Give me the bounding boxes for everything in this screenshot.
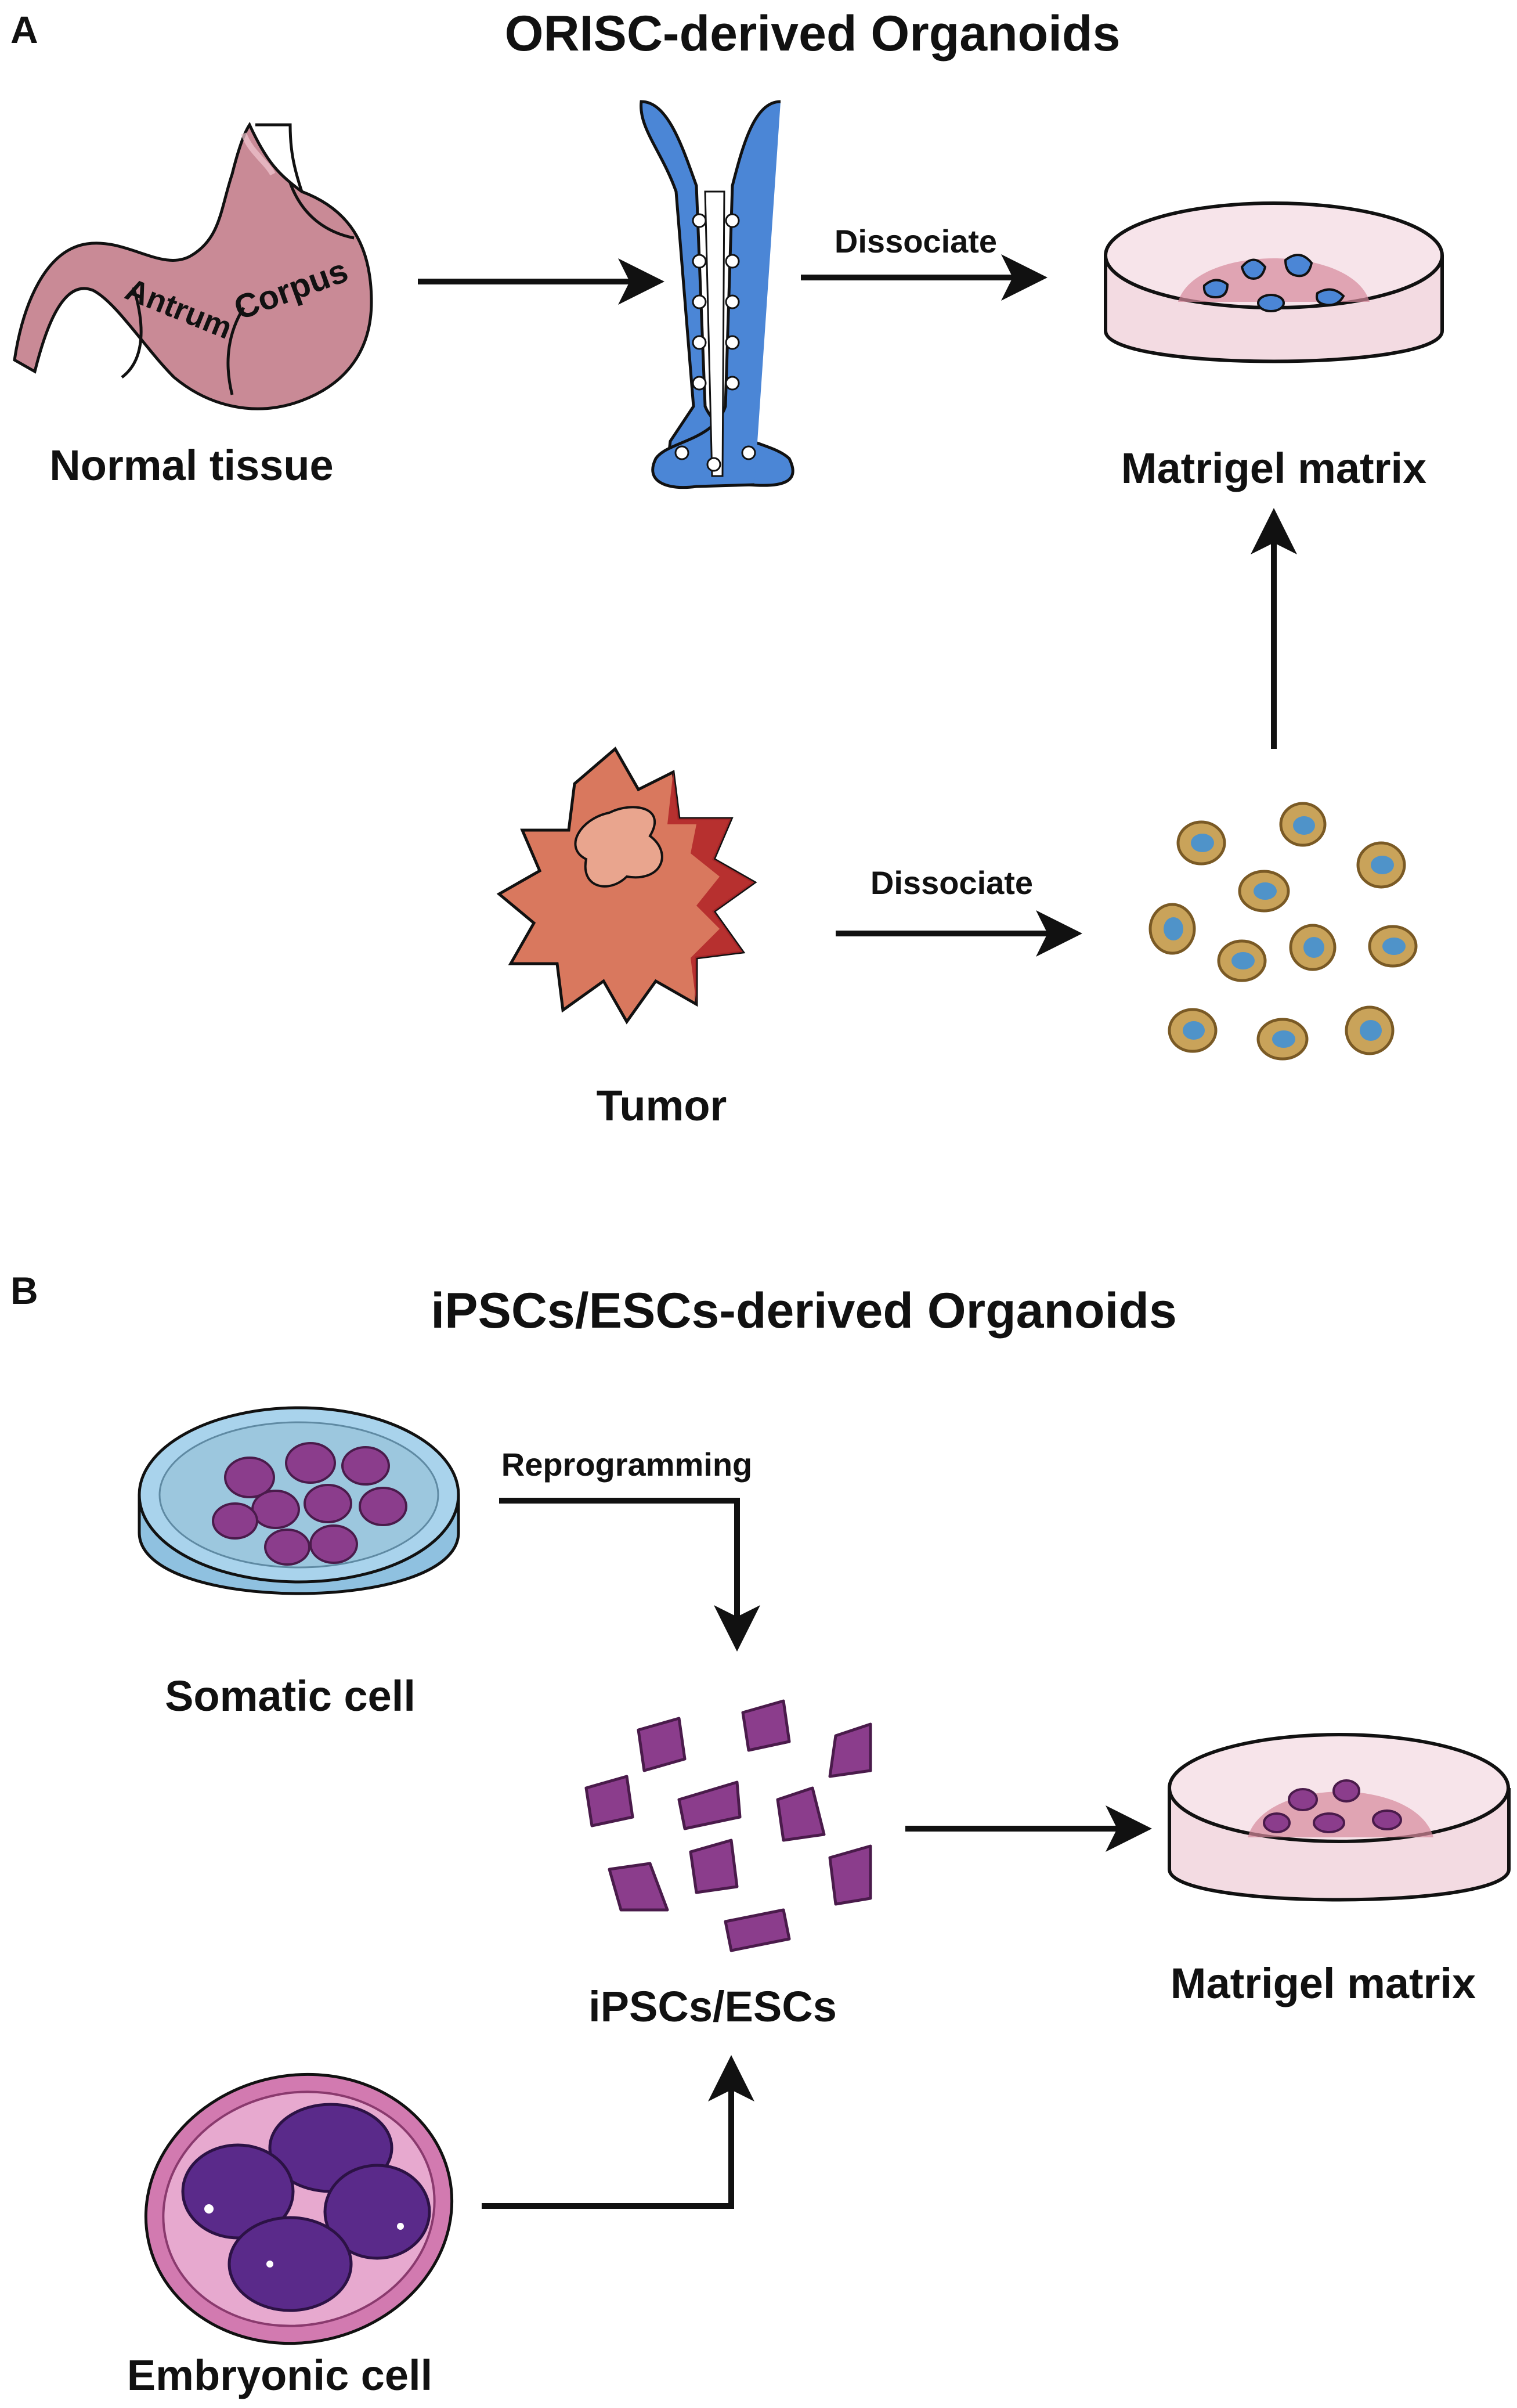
somatic-cells bbox=[212, 1442, 407, 1566]
arrow-embryonic-to-stem bbox=[482, 2055, 754, 2209]
normal-tissue-label: Normal tissue bbox=[49, 441, 334, 489]
somatic-cell-dish bbox=[138, 1406, 460, 1595]
dissociate-bottom-label: Dissociate bbox=[870, 864, 1034, 901]
embryonic-cell-label: Embryonic cell bbox=[127, 2351, 433, 2399]
panel-a-title: ORISC-derived Organoids bbox=[504, 6, 1121, 62]
tumor-cell bbox=[1217, 939, 1267, 982]
dissociate-top-label: Dissociate bbox=[834, 223, 998, 259]
tumor-cell bbox=[1176, 820, 1226, 866]
reprogramming-label: Reprogramming bbox=[501, 1446, 753, 1483]
tumor-cell bbox=[1148, 903, 1196, 955]
matrigel-dish-a bbox=[1104, 201, 1444, 363]
embryonic-cell-illustration bbox=[144, 2072, 454, 2345]
somatic-cell-label: Somatic cell bbox=[165, 1672, 416, 1720]
arrow-reprogramming bbox=[499, 1498, 760, 1652]
matrigel-label-b: Matrigel matrix bbox=[1170, 1959, 1476, 2007]
tumor-cell bbox=[1289, 924, 1337, 971]
panel-b-letter: B bbox=[10, 1269, 38, 1312]
ipsc-esc-label: iPSCs/ESCs bbox=[588, 1982, 837, 2031]
tumor-cell bbox=[1238, 870, 1290, 913]
tumor-cell bbox=[1168, 1008, 1218, 1053]
tumor-cell bbox=[1356, 841, 1406, 889]
gastric-gland-illustration bbox=[640, 100, 794, 489]
tumor-cell bbox=[1368, 925, 1418, 968]
panel-a-letter: A bbox=[10, 8, 38, 51]
tumor-label: Tumor bbox=[596, 1082, 727, 1130]
tumor-cell bbox=[1256, 1018, 1309, 1061]
matrigel-label-a: Matrigel matrix bbox=[1121, 444, 1427, 492]
stem-cells-cluster bbox=[584, 1699, 872, 1952]
tumor-illustration bbox=[496, 747, 757, 1025]
tumor-cell bbox=[1279, 802, 1327, 847]
stomach-illustration bbox=[13, 121, 373, 410]
tumor-cell bbox=[1345, 1005, 1395, 1055]
tumor-cells-cluster bbox=[1148, 802, 1418, 1061]
matrigel-dish-b bbox=[1168, 1733, 1511, 1902]
panel-b-title: iPSCs/ESCs-derived Organoids bbox=[431, 1283, 1177, 1339]
